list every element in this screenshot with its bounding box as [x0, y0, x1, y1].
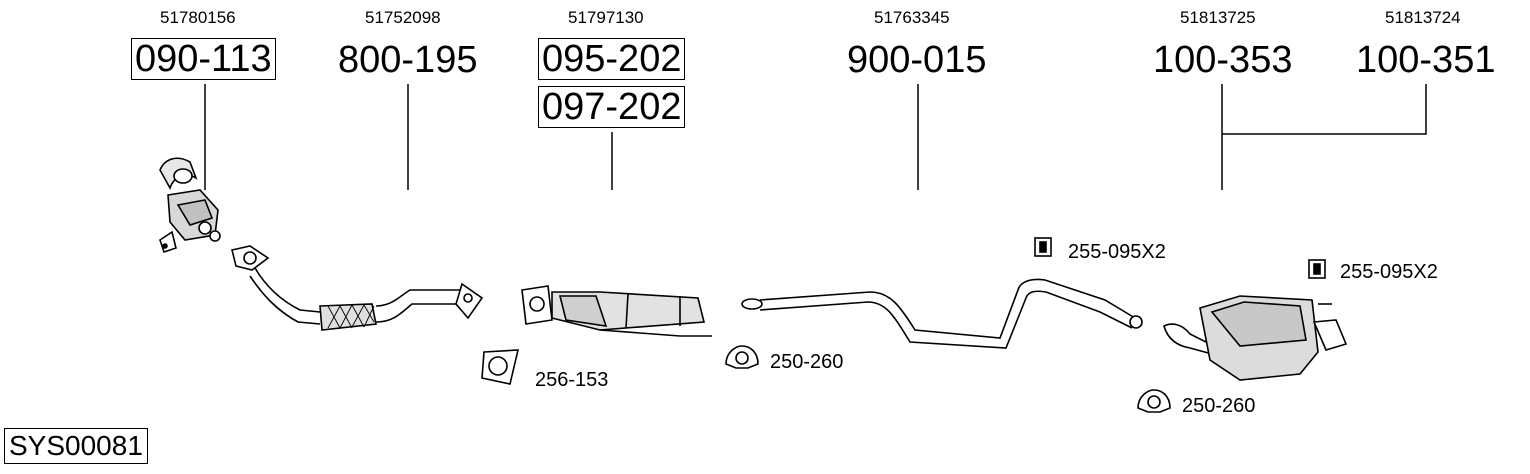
part-number-100-353[interactable]: 100-353: [1153, 39, 1293, 81]
leader-line-100-351: [1222, 84, 1427, 135]
oem-number-51752098: 51752098: [365, 8, 441, 27]
gasket-icon: [481, 349, 520, 385]
rear-silencer-icon: [1163, 295, 1348, 381]
part-number-100-351[interactable]: 100-351: [1356, 39, 1496, 81]
rubber-mount-icon-rear: [1308, 259, 1326, 279]
system-code: SYS00081: [4, 428, 148, 464]
part-number-095-202[interactable]: 095-202: [538, 38, 686, 80]
catalytic-converter-icon: [159, 157, 221, 254]
clamp-icon: [725, 345, 759, 369]
oem-number-51813724: 51813724: [1385, 8, 1461, 27]
accessory-label-255-095x2[interactable]: 255-095X2: [1068, 241, 1166, 263]
accessory-label-250-260[interactable]: 250-260: [770, 351, 844, 373]
part-number-090-113[interactable]: 090-113: [131, 38, 276, 80]
oem-number-51780156: 51780156: [160, 8, 236, 27]
accessory-label-255-095x2-rear[interactable]: 255-095X2: [1340, 261, 1438, 283]
part-number-800-195[interactable]: 800-195: [338, 39, 478, 81]
accessory-label-250-260-rear[interactable]: 250-260: [1182, 395, 1256, 417]
particulate-filter-icon: [521, 285, 712, 337]
rubber-mount-icon: [1034, 237, 1052, 257]
part-number-097-202[interactable]: 097-202: [538, 86, 686, 128]
oem-number-51763345: 51763345: [874, 8, 950, 27]
part-number-900-015[interactable]: 900-015: [847, 39, 987, 81]
oem-number-51797130: 51797130: [568, 8, 644, 27]
front-pipe-icon: [231, 245, 484, 331]
middle-pipe-icon: [741, 278, 1143, 349]
clamp-icon-rear: [1137, 389, 1171, 413]
oem-number-51813725: 51813725: [1180, 8, 1256, 27]
accessory-label-256-153[interactable]: 256-153: [535, 369, 609, 391]
